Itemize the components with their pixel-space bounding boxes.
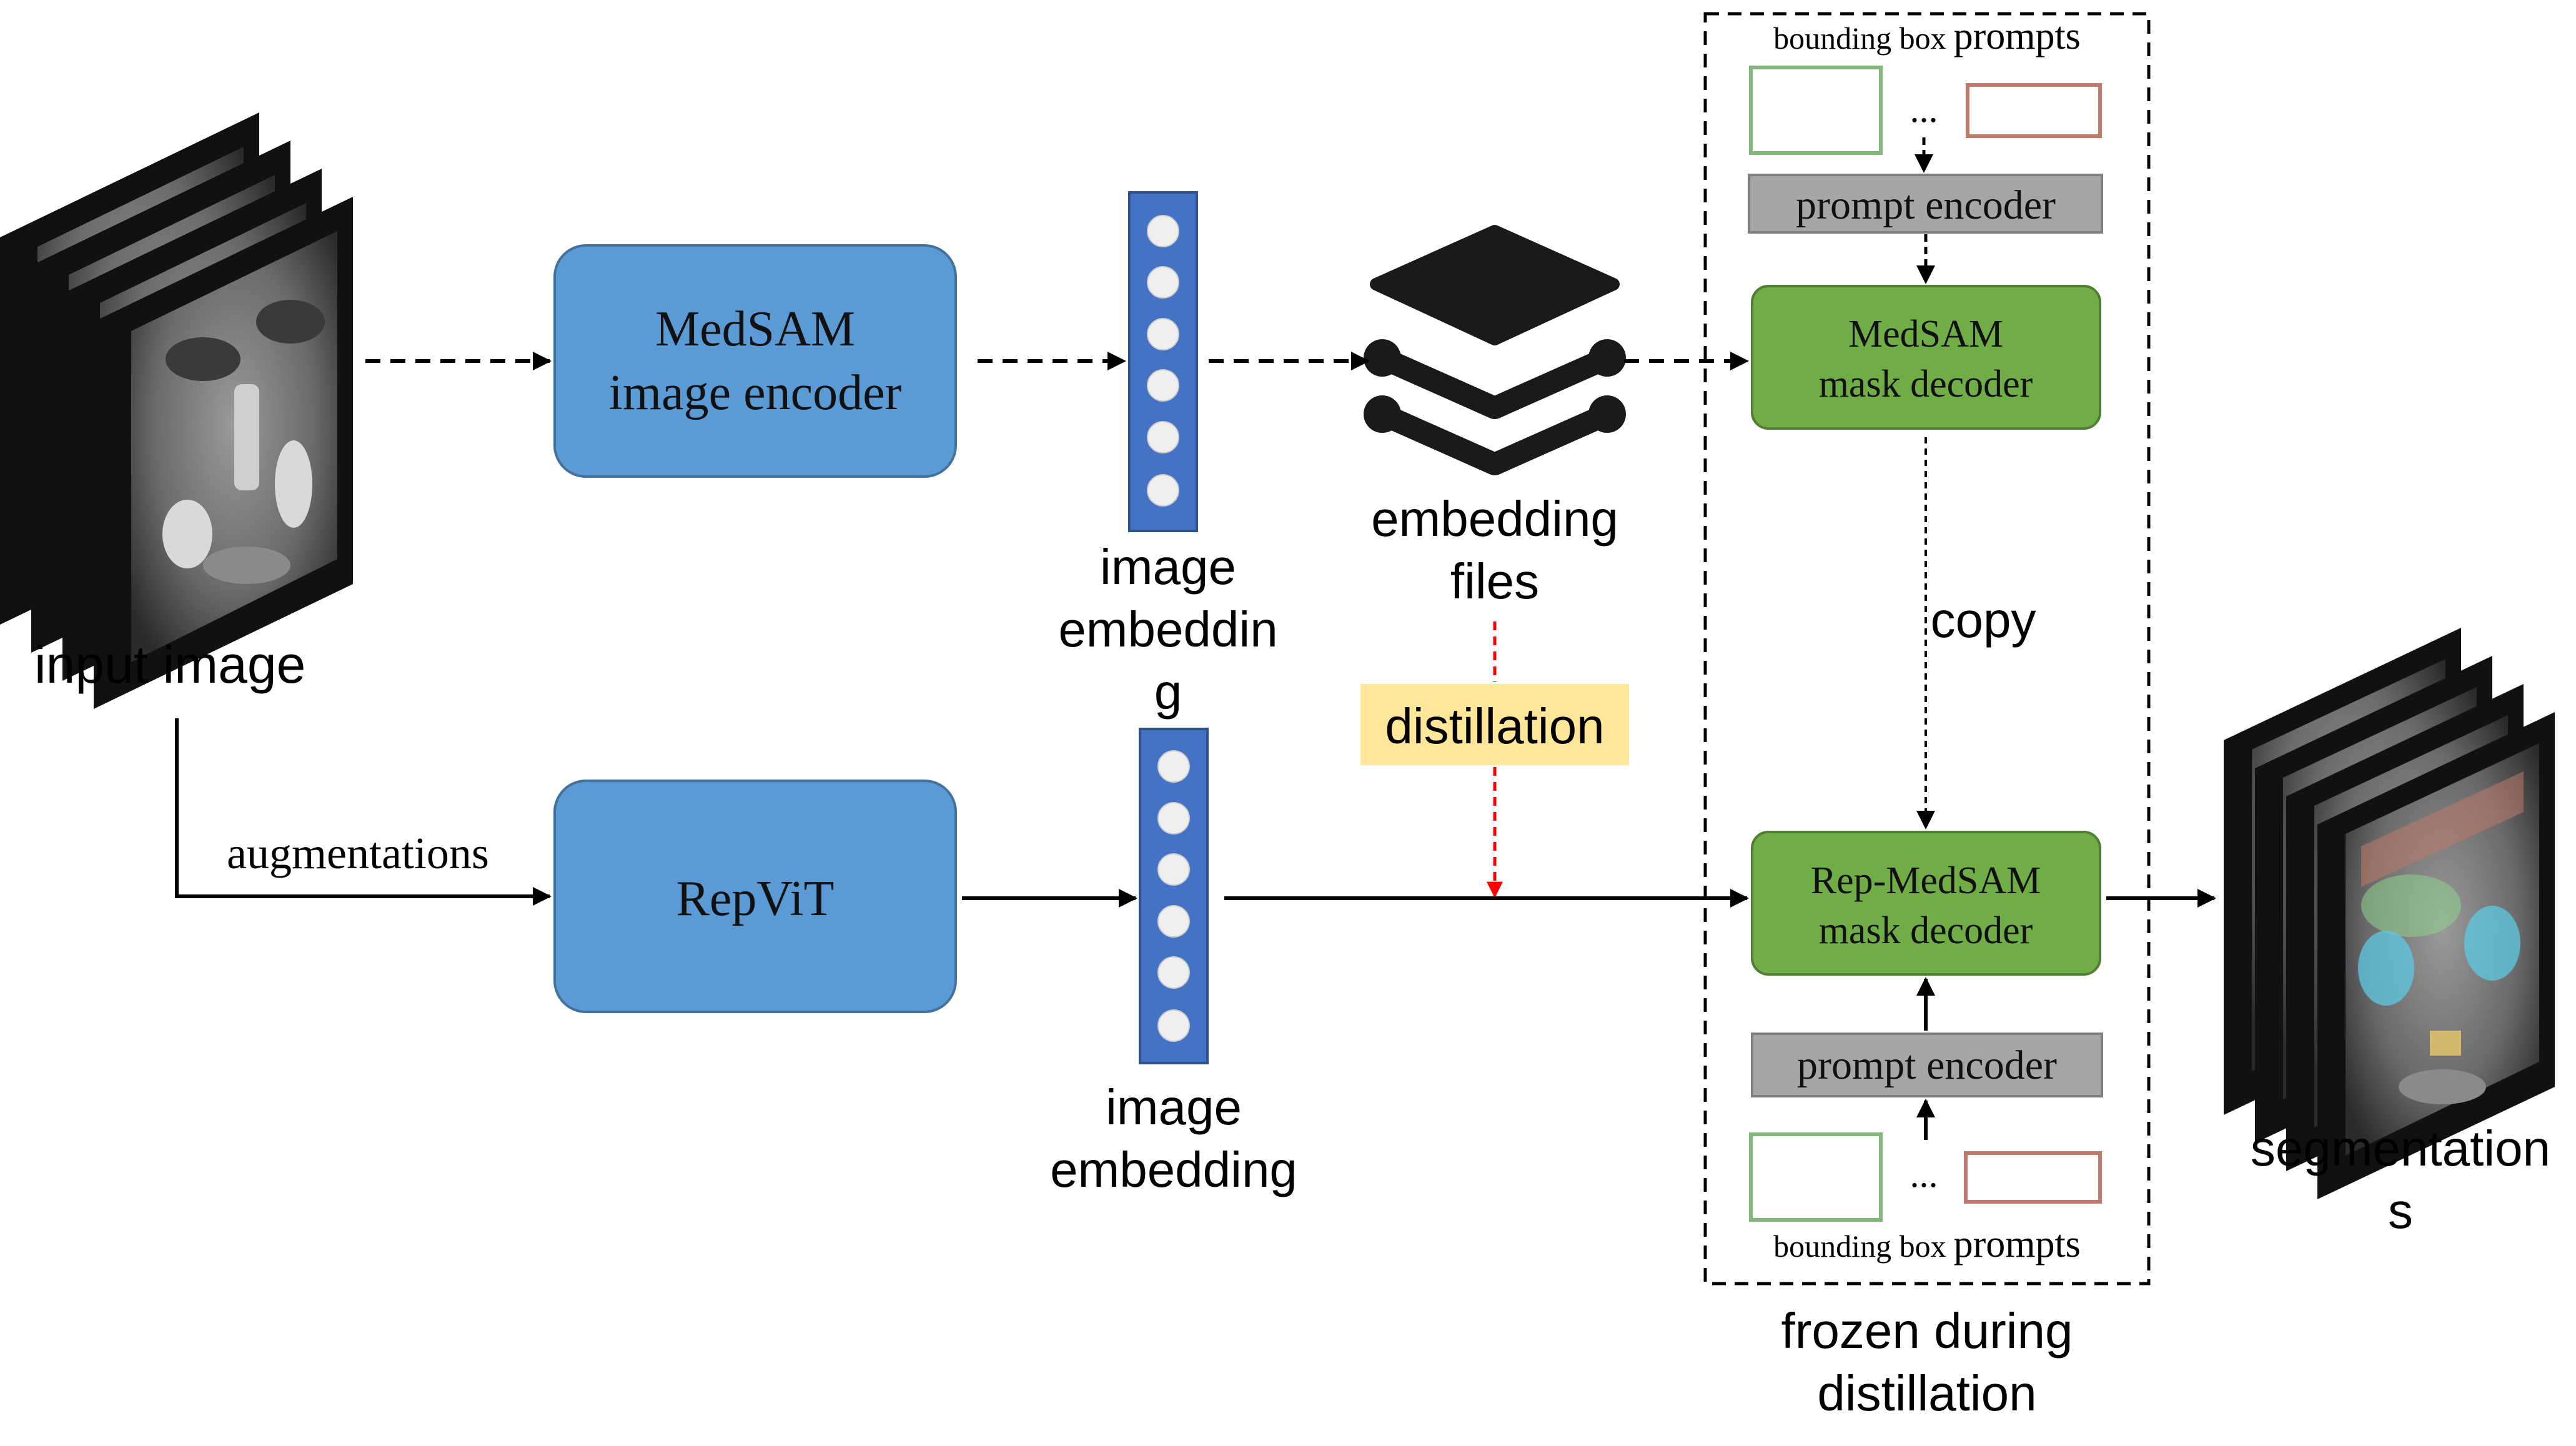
bounding-box-prompt-red [1964,1151,2102,1204]
copy-label: copy [1931,592,2036,648]
bounding-box-prompt-red [1966,83,2102,138]
embedding-top-label-1: image [1100,539,1236,595]
rep-medsam-mask-decoder: Rep-MedSAM mask decoder [1751,831,2101,976]
prompt-encoder-bottom: prompt encoder [1751,1033,2103,1097]
medsam-image-encoder-box: MedSAM image encoder [553,244,957,478]
image-embedding-vector-bottom [1139,728,1209,1064]
augmentations-label: augmentations [227,828,489,878]
ct-slice [94,197,353,709]
repvit-label: RepViT [676,871,835,926]
frozen-caption-1: frozen during [1781,1303,2073,1359]
prompt-encoder-bottom-label: prompt encoder [1797,1042,2057,1088]
medsam-encoder-label-2: image encoder [609,365,902,420]
embedding-files-label-2: files [1450,553,1539,609]
input-image-caption: input image [34,635,305,694]
medsam-encoder-label-1: MedSAM [655,302,855,357]
embedding-files-label-1: embedding [1371,491,1618,547]
rep-decoder-label-2: mask decoder [1819,909,2033,952]
segmentations-label-2: s [2388,1183,2413,1239]
embedding-bottom-label-2: embedding [1050,1142,1297,1197]
repvit-encoder-box: RepViT [553,780,957,1013]
image-embedding-vector-top [1128,191,1198,532]
prompt-encoder-top: prompt encoder [1748,174,2103,234]
ellipsis-bottom: ... [1910,1154,1938,1195]
distillation-tag: distillation [1360,684,1629,765]
bounding-box-prompt-green [1749,66,1883,155]
arrow-input-to-repvit [175,718,552,906]
frozen-caption-2: distillation [1817,1365,2036,1421]
seg-slice [2317,712,2555,1199]
segmentation-output-stack: segmentation s [2224,628,2555,1239]
bounding-box-prompt-green [1749,1132,1883,1222]
embedding-top-label-2: embeddin [1058,602,1277,657]
frozen-region [1703,12,2151,1285]
medsam-decoder-label-1: MedSAM [1848,313,2003,355]
rep-decoder-label-1: Rep-MedSAM [1811,859,2041,902]
layers-icon [1364,225,1626,475]
connectors [175,137,2216,1140]
segmentations-label-1: segmentation [2251,1121,2550,1176]
ellipsis-top: ... [1910,89,1938,130]
prompt-encoder-top-label: prompt encoder [1796,182,2056,228]
medsam-decoder-label-2: mask decoder [1819,363,2033,405]
medsam-mask-decoder: MedSAM mask decoder [1751,285,2101,430]
distillation-label: distillation [1385,698,1604,754]
embedding-top-label-3: g [1154,664,1182,720]
input-image-stack: input image [0,112,353,709]
embedding-bottom-label-1: image [1106,1079,1242,1135]
